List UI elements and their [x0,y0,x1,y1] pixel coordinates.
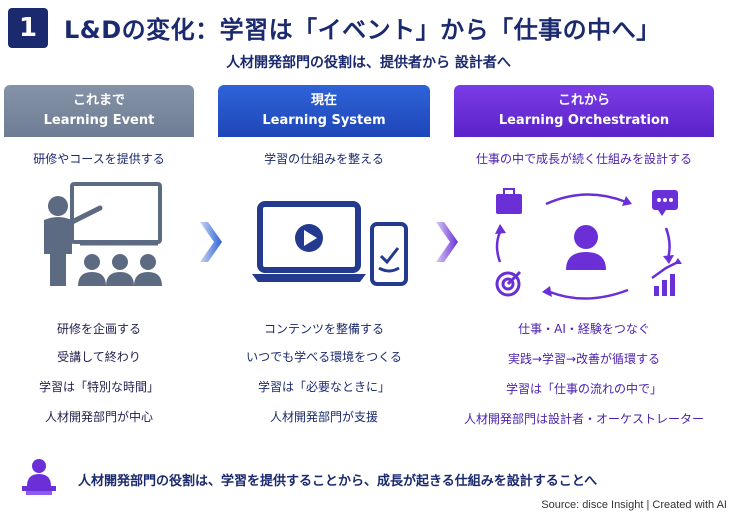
target-icon [495,270,522,297]
column-header-future: これから Learning Orchestration [454,85,714,137]
growth-chart-icon [651,258,682,296]
list-item: 人材開発部門が支援 [269,410,378,424]
column-header-present-ja: 現在 [310,93,337,108]
column-header-present-en: Learning System [262,113,386,128]
list-item: コンテンツを整備する [263,322,384,336]
list-item: 学習は「仕事の流れの中で」 [505,382,662,396]
column-header-past-ja: これまで [72,93,125,108]
list-item: 学習は「特別な時間」 [38,380,159,394]
list-item: 研修を企画する [56,322,141,336]
page-title: L&Dの変化：学習は「イベント」から「仕事の中へ」 [64,16,661,44]
column-header-present: 現在 Learning System [218,85,430,137]
list-item: 人材開発部門が中心 [44,410,153,424]
column-header-past: これまで Learning Event [4,85,194,137]
teacher-whiteboard-icon [44,182,162,286]
chevron-right-icon [200,222,222,262]
list-item: 人材開発部門は設計者・オーケストレーター [463,412,704,426]
list-item: 学習は「必要なときに」 [257,380,390,394]
laptop-play-and-phone-check-icon [252,201,408,286]
list-item: 仕事・AI・経験をつなぐ [518,322,650,336]
column-description-past: 研修やコースを提供する [33,152,165,166]
chevron-right-icon [436,222,458,262]
page-subtitle: 人材開発部門の役割は、提供者から 設計者へ [226,55,511,71]
footer-message: 人材開発部門の役割は、学習を提供することから、成長が起きる仕組みを設計することへ [78,474,598,489]
source-credit: Source: disce Insight | Created with AI [541,499,727,511]
cycle-arrows-icon [495,188,682,300]
column-header-past-en: Learning Event [43,113,155,128]
briefcase-icon [496,188,522,214]
list-item: 受講して終わり [57,350,141,364]
column-header-future-en: Learning Orchestration [498,113,670,128]
column-description-present: 学習の仕組みを整える [264,152,384,166]
list-item: 実践→学習→改善が循環する [507,352,661,366]
presenter-at-desk-icon [22,459,56,495]
list-item: いつでも学べる環境をつくる [246,350,402,364]
chat-bubble-icon [652,190,678,216]
column-description-future: 仕事の中で成長が続く仕組みを設計する [475,152,692,166]
section-number-badge: 1 [8,8,48,48]
user-icon [566,225,606,270]
column-header-future-ja: これから [557,93,610,108]
